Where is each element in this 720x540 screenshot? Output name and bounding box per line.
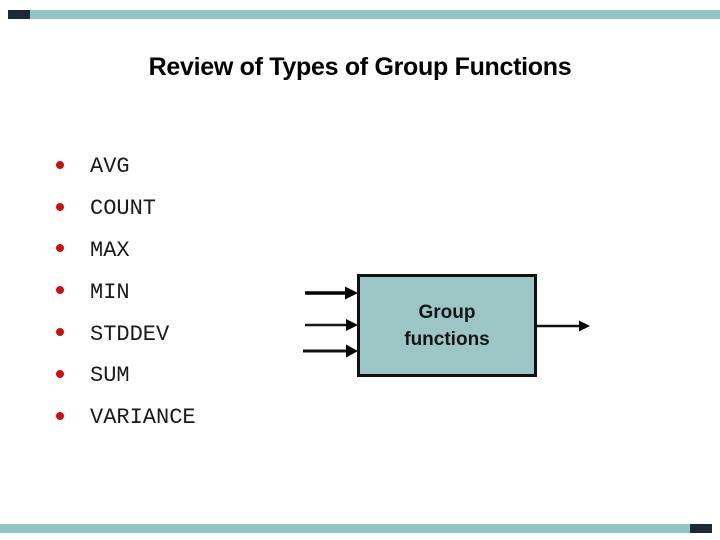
list-item: AVG: [56, 146, 196, 188]
input-arrow-icon: [305, 319, 358, 331]
input-arrow-icon: [303, 344, 358, 358]
bullet-dot-icon: [56, 286, 64, 295]
list-item-label: SUM: [90, 363, 130, 389]
list-item: COUNT: [56, 188, 196, 230]
group-functions-box: Group functions: [357, 274, 537, 377]
list-item-label: COUNT: [90, 196, 157, 222]
bottom-accent-teal-bar: [0, 524, 690, 533]
page-title: Review of Types of Group Functions: [148, 53, 572, 81]
group-function-list: AVG COUNT MAX MIN STDDEV SUM VARIANCE: [56, 146, 196, 439]
bullet-dot-icon: [56, 160, 64, 169]
bullet-dot-icon: [56, 411, 64, 420]
list-item: MAX: [56, 230, 196, 272]
input-arrow-icon: [305, 286, 358, 300]
diagram-arrows: [303, 286, 590, 358]
output-arrow-icon: [537, 320, 590, 332]
list-item-label: MAX: [90, 237, 130, 263]
list-item: SUM: [56, 355, 196, 397]
list-item: STDDEV: [56, 313, 196, 355]
list-item: VARIANCE: [56, 397, 196, 439]
list-item-label: STDDEV: [90, 321, 170, 347]
bullet-dot-icon: [56, 328, 64, 337]
bullet-dot-icon: [56, 369, 64, 378]
top-accent-dark-block: [8, 10, 30, 19]
top-accent-teal-bar: [30, 10, 720, 19]
list-item: MIN: [56, 271, 196, 313]
bullet-dot-icon: [56, 244, 64, 253]
list-item-label: AVG: [90, 154, 130, 180]
bullet-dot-icon: [56, 202, 64, 211]
box-label-line1: Group: [418, 301, 476, 323]
box-label-line2: functions: [404, 328, 490, 350]
list-item-label: MIN: [90, 279, 130, 305]
list-item-label: VARIANCE: [90, 405, 196, 431]
bottom-accent-dark-block: [690, 524, 712, 533]
